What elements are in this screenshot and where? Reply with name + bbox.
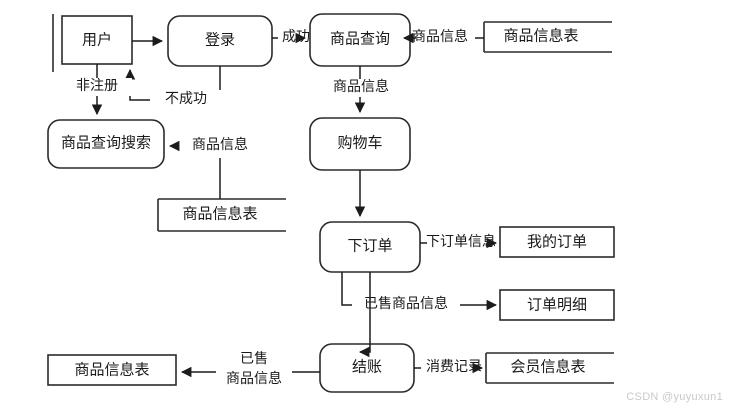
node-goods-info-table-middle[interactable]: 商品信息表 bbox=[157, 198, 286, 232]
flow-arrow bbox=[358, 272, 371, 358]
node-goods-query-label: 商品查询 bbox=[330, 30, 390, 47]
node-cart-label: 购物车 bbox=[337, 134, 382, 151]
node-cart[interactable]: 购物车 bbox=[309, 117, 411, 171]
label-backdrop bbox=[322, 79, 400, 97]
flow-checkout-to-store-label-line1: 已售 bbox=[240, 351, 268, 367]
flow-user-unregistered: 非注册 bbox=[62, 64, 132, 116]
node-goods-search-label: 商品查询搜索 bbox=[61, 134, 151, 151]
flow-store-middle-to-search-label: 商品信息 bbox=[192, 136, 248, 153]
node-goods-info-table-bottom-label: 商品信息表 bbox=[74, 361, 149, 378]
data-store-outline bbox=[483, 21, 612, 53]
flow-checkout-to-store-bottom: 已售 商品信息 bbox=[180, 351, 320, 387]
flow-login-success-label: 成功 bbox=[282, 29, 310, 45]
node-order-details-box bbox=[499, 289, 615, 321]
csdn-watermark: CSDN @yuyuxun1 bbox=[626, 391, 723, 403]
flow-login-fail-label: 不成功 bbox=[165, 91, 207, 107]
node-member-table[interactable]: 会员信息表 bbox=[485, 352, 614, 384]
flow-store-top-to-query-label: 商品信息 bbox=[412, 28, 468, 45]
node-goods-search[interactable]: 商品查询搜索 bbox=[47, 119, 165, 169]
node-order-details-label: 订单明细 bbox=[527, 296, 587, 313]
node-goods-info-table-top[interactable]: 商品信息表 bbox=[483, 21, 612, 53]
flow-order-to-checkout bbox=[358, 272, 371, 358]
label-backdrop bbox=[150, 90, 222, 110]
node-checkout[interactable]: 结账 bbox=[319, 343, 415, 393]
node-goods-info-table-bottom[interactable]: 商品信息表 bbox=[47, 354, 177, 386]
flow-user-unregistered-label: 非注册 bbox=[76, 78, 118, 94]
node-login-label: 登录 bbox=[205, 31, 235, 48]
node-user[interactable]: 用户 bbox=[52, 14, 133, 72]
flow-login-fail: 不成功 bbox=[124, 66, 222, 110]
node-place-order-label: 下订单 bbox=[347, 237, 392, 254]
flow-store-top-to-query: 商品信息 bbox=[402, 28, 484, 45]
data-store-outline bbox=[157, 198, 286, 232]
flow-login-success: 成功 bbox=[272, 29, 310, 45]
flow-query-to-cart: 商品信息 bbox=[322, 66, 400, 114]
flow-order-to-details-label: 已售商品信息 bbox=[364, 295, 448, 312]
node-checkout-label: 结账 bbox=[352, 358, 382, 375]
node-my-orders[interactable]: 我的订单 bbox=[499, 226, 615, 258]
flow-store-middle-to-search: 商品信息 bbox=[168, 136, 264, 199]
node-goods-info-table-bottom-box bbox=[47, 354, 177, 386]
flow-checkout-to-store-label-line2: 商品信息 bbox=[226, 370, 282, 387]
node-goods-info-table-middle-label: 商品信息表 bbox=[182, 205, 257, 222]
flow-checkout-to-member: 消费记录 bbox=[414, 359, 484, 375]
node-goods-info-table-top-label: 商品信息表 bbox=[503, 27, 578, 44]
node-order-details[interactable]: 订单明细 bbox=[499, 289, 615, 321]
flow-stub bbox=[341, 272, 352, 306]
node-login[interactable]: 登录 bbox=[167, 15, 273, 67]
data-store-outline bbox=[485, 352, 614, 384]
node-goods-search-box bbox=[47, 119, 165, 169]
node-my-orders-label: 我的订单 bbox=[527, 233, 587, 250]
flow-order-to-details: 已售商品信息 bbox=[341, 272, 498, 312]
node-my-orders-box bbox=[499, 226, 615, 258]
flow-checkout-to-member-label: 消费记录 bbox=[426, 359, 482, 375]
node-user-label: 用户 bbox=[82, 31, 112, 48]
node-goods-query[interactable]: 商品查询 bbox=[309, 13, 411, 67]
flow-order-to-myorders-label: 下订单信息 bbox=[426, 233, 496, 250]
flow-query-to-cart-label: 商品信息 bbox=[333, 78, 389, 95]
node-place-order[interactable]: 下订单 bbox=[319, 221, 421, 273]
label-backdrop bbox=[176, 136, 264, 156]
node-member-table-label: 会员信息表 bbox=[510, 358, 585, 375]
label-backdrop bbox=[62, 78, 132, 96]
flow-order-to-myorders: 下订单信息 bbox=[420, 233, 498, 250]
